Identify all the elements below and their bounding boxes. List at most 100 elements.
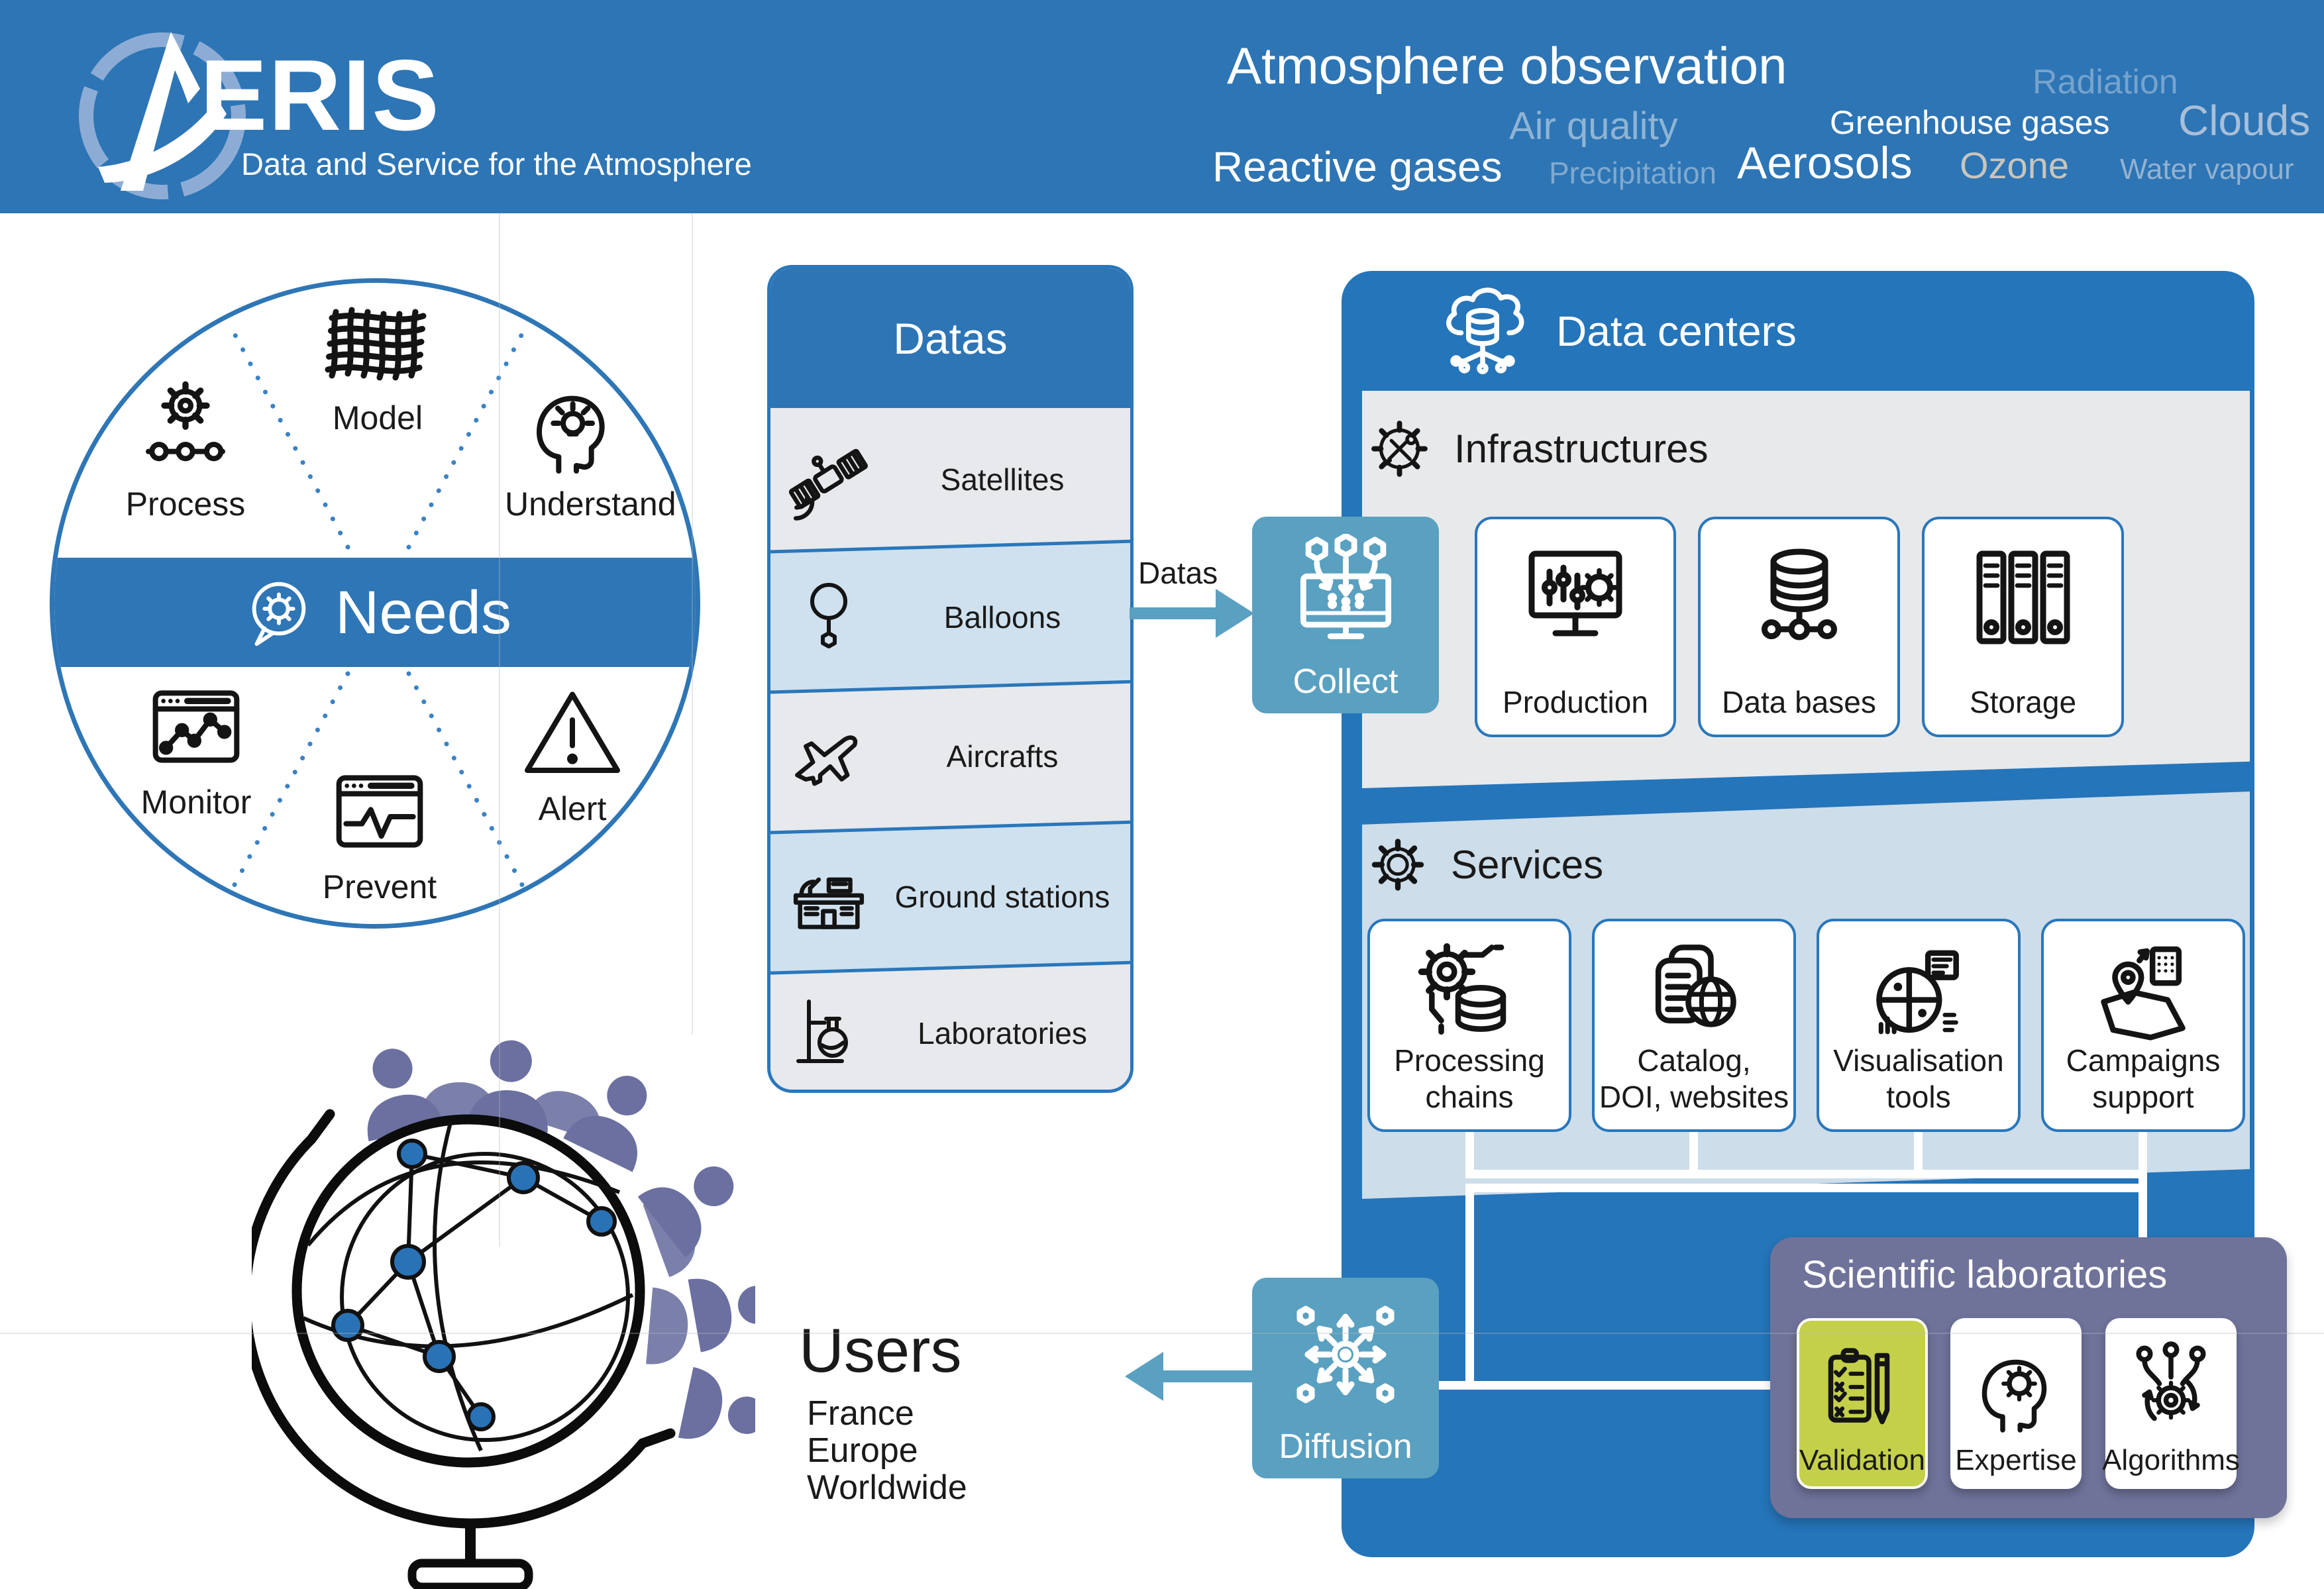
connector-vertical	[1465, 1184, 1474, 1390]
globe-stand	[252, 1109, 676, 1589]
algorithms-card: Algorithms	[2102, 1318, 2240, 1489]
globe-users-illustration	[252, 1038, 755, 1589]
diffusion-box: Diffusion	[1252, 1278, 1439, 1478]
connector-stub-1	[1465, 1132, 1474, 1178]
process-icon	[146, 381, 225, 462]
datas-panel-header: Datas	[770, 268, 1130, 408]
needs-label-process: Process	[125, 486, 246, 523]
datas-row-aircrafts: Aircrafts	[770, 713, 1130, 799]
visualisation-tools-label: Visualisation tools	[1833, 1043, 2004, 1114]
wordcloud-reactive-gases: Reactive gases	[1212, 143, 1503, 191]
datas-row-ground-stations: Ground stations	[770, 854, 1130, 940]
processing-chains-label: Processing chains	[1394, 1043, 1545, 1114]
expertise-card: Expertise	[1950, 1318, 2082, 1489]
datas-flow-label: Datas	[1138, 556, 1218, 590]
needs-bubble-gear-icon	[252, 582, 306, 646]
datas-row-label: Ground stations	[894, 880, 1110, 914]
aeris-logo	[79, 32, 246, 199]
data-bases-icon	[1761, 548, 1837, 641]
datas-row-laboratories: Laboratories	[770, 990, 1130, 1076]
users-item-france: France	[807, 1394, 914, 1433]
processing-chains-icon	[1418, 943, 1506, 1035]
production-icon	[1528, 550, 1622, 637]
users-item-worldwide: Worldwide	[807, 1468, 967, 1507]
diffusion-icon	[1296, 1306, 1395, 1404]
logo-a-swoosh	[98, 99, 227, 183]
visualisation-tools-icon	[1876, 950, 1959, 1035]
diffusion-arrow-head	[1125, 1352, 1163, 1401]
alert-icon	[525, 692, 620, 773]
datas-row-label: Aircrafts	[946, 739, 1059, 774]
needs-band: Needs	[54, 558, 696, 667]
needs-segment-model: Model	[311, 296, 444, 437]
infrastructures-title: Infrastructures	[1454, 427, 1709, 471]
production-card: Production	[1475, 517, 1676, 737]
scientific-laboratories-panel: Scientific laboratories Validation	[1770, 1237, 2287, 1518]
monitor-icon	[152, 690, 240, 763]
storage-icon	[1976, 550, 2070, 644]
scientific-laboratories-title: Scientific laboratories	[1802, 1253, 2168, 1296]
storage-card: Storage	[1922, 517, 2124, 737]
services-title: Services	[1451, 843, 1604, 887]
data-centers-icon	[1446, 287, 1524, 374]
users-title: Users	[799, 1315, 962, 1385]
infrastructures-icon	[1371, 421, 1428, 477]
validation-card: Validation	[1797, 1318, 1928, 1489]
datas-arrow-shaft	[1130, 607, 1216, 619]
aircraft-icon	[794, 735, 857, 786]
needs-segment-process: Process	[119, 376, 252, 523]
needs-segment-prevent: Prevent	[313, 758, 446, 906]
processing-chains-card: Processing chains	[1367, 919, 1571, 1132]
needs-divider-lines	[228, 324, 529, 895]
data-centers-header: Data centers	[1342, 271, 2254, 391]
services-heading: Services	[1365, 830, 1603, 899]
catalog-label: Catalog, DOI, websites	[1599, 1043, 1789, 1114]
campaigns-support-card: Campaigns support	[2041, 919, 2245, 1132]
campaigns-support-label: Campaigns support	[2066, 1043, 2221, 1114]
data-bases-card: Data bases	[1698, 517, 1900, 737]
collect-label: Collect	[1293, 662, 1399, 701]
header-band: ERIS Data and Service for the Atmosphere…	[0, 0, 2324, 213]
datas-row-label: Laboratories	[918, 1016, 1087, 1051]
wordcloud-precipitation: Precipitation	[1549, 156, 1717, 190]
wordcloud-air-quality: Air quality	[1509, 105, 1678, 148]
infrastructures-section: Infrastructures Production	[1362, 391, 2250, 788]
wordcloud-ozone: Ozone	[1960, 144, 2069, 186]
collect-icon	[1300, 534, 1391, 639]
collect-box: Collect	[1252, 517, 1439, 713]
guide-line-vertical-right	[692, 213, 693, 1035]
validation-label: Validation	[1799, 1444, 1925, 1476]
algorithms-icon	[2136, 1341, 2206, 1421]
wordcloud-clouds: Clouds	[2178, 97, 2311, 144]
needs-wheel: Model Process U	[50, 278, 700, 929]
needs-label-prevent: Prevent	[322, 868, 437, 905]
diffusion-label: Diffusion	[1279, 1427, 1412, 1466]
wordcloud-water-vapour: Water vapour	[2120, 153, 2294, 185]
datas-panel: Datas	[767, 265, 1134, 1093]
globe	[291, 1114, 645, 1468]
needs-title: Needs	[335, 578, 511, 646]
needs-segment-monitor: Monitor	[130, 674, 262, 821]
logo-a-peak	[121, 32, 200, 191]
laboratory-icon	[796, 1000, 848, 1063]
connector-to-diffusion	[1438, 1381, 1789, 1390]
wordcloud-atmosphere-observation: Atmosphere observation	[1227, 36, 1787, 95]
storage-label: Storage	[1969, 684, 2077, 719]
catalog-doi-websites-icon	[1655, 945, 1736, 1027]
balloon-icon	[810, 583, 847, 648]
datas-row-bg-aircrafts	[770, 682, 1130, 833]
expertise-label: Expertise	[1955, 1444, 2077, 1476]
datas-row-balloons: Balloons	[770, 574, 1130, 660]
diffusion-arrow-shaft	[1163, 1370, 1252, 1382]
wordcloud-radiation: Radiation	[2033, 63, 2178, 101]
connector-bus-upper	[1465, 1170, 2147, 1178]
validation-icon	[1828, 1348, 1890, 1425]
infrastructures-heading: Infrastructures	[1365, 411, 1708, 487]
visualisation-tools-card: Visualisation tools	[1817, 919, 2021, 1132]
ground-station-icon	[793, 877, 864, 929]
needs-label-alert: Alert	[538, 790, 607, 827]
guide-line-horizontal	[0, 1333, 2324, 1334]
data-bases-label: Data bases	[1722, 684, 1876, 719]
services-icon	[1371, 839, 1424, 891]
